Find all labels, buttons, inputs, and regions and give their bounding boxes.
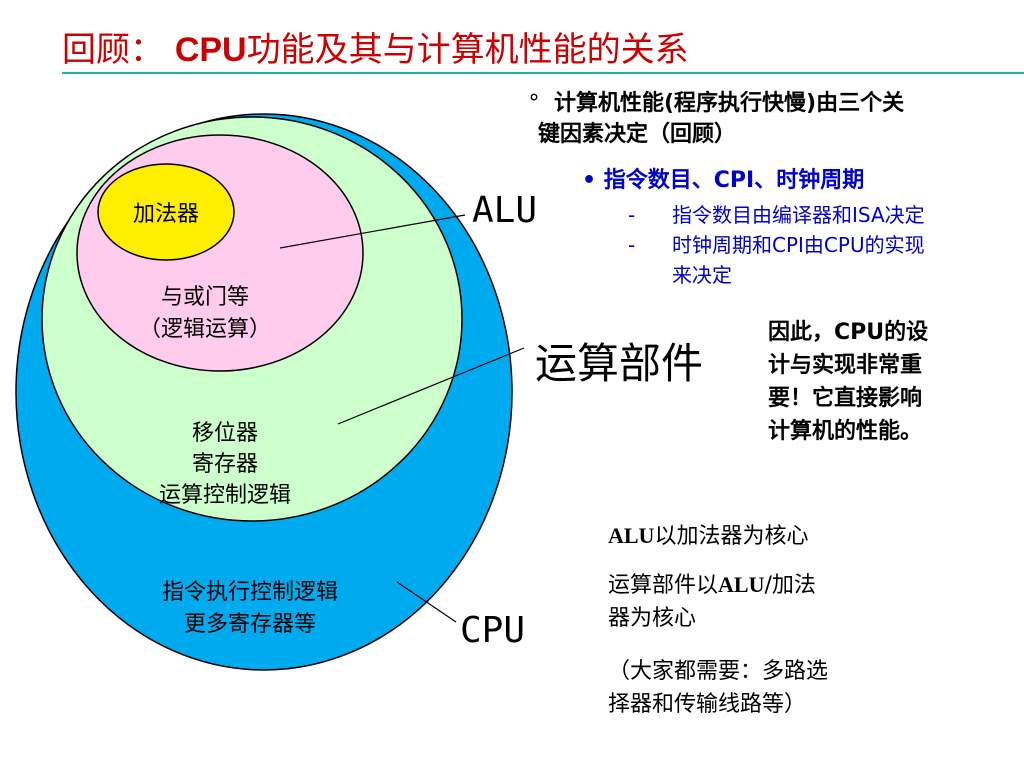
logic-gates-label: 与或门等 （逻辑运算）	[120, 282, 290, 346]
factor-detail-item-1: - 指令数目由编译器和ISA决定	[628, 200, 925, 230]
factor-detail-1-text: 指令数目由编译器和ISA决定	[672, 203, 925, 227]
alu-pointer-line	[279, 214, 466, 249]
instruction-control-text: 指令执行控制逻辑	[161, 580, 338, 605]
register-text: 寄存器	[191, 452, 258, 477]
arith-control-text: 运算控制逻辑	[158, 483, 291, 508]
adder-ellipse	[97, 163, 235, 261]
cpu-pointer-line	[396, 581, 457, 623]
three-factors-bullet: • 指令数目、CPI、时钟周期	[582, 162, 864, 194]
arith-unit-callout-label: 运算部件	[535, 342, 704, 388]
factor-detail-list: - 指令数目由编译器和ISA决定 - 时钟周期和CPI由CPU的实现 来决定	[628, 200, 925, 290]
arith-note-pre: 运算部件以	[608, 573, 719, 598]
adder-label: 加法器	[132, 202, 199, 227]
performance-text-1: 计算机性能(程序执行快慢)由三个关	[554, 91, 905, 116]
shared-note-line-1: （大家都需要：多路选	[608, 659, 829, 684]
alu-callout-label: ALU	[472, 190, 538, 231]
shared-note-line-2: 择器和传输线路等）	[608, 692, 807, 717]
arith-unit-pointer-line	[337, 347, 525, 425]
arith-unit-contents-label: 移位器 寄存器 运算控制逻辑	[110, 418, 340, 511]
title-prefix: 回顾：	[62, 30, 164, 70]
alu-core-note-rest: 以加法器为核心	[654, 524, 809, 549]
more-registers-text: 更多寄存器等	[183, 612, 316, 637]
shifter-text: 移位器	[191, 421, 258, 446]
alu-core-note-alu: ALU	[608, 523, 655, 548]
three-factors-text: 指令数目、CPI、时钟周期	[603, 168, 865, 193]
conclusion-line-4: 计算机的性能。	[768, 419, 923, 444]
title-suffix: 功能及其与计算机性能的关系	[246, 30, 689, 70]
shared-components-note: （大家都需要：多路选 择器和传输线路等）	[608, 655, 828, 721]
degree-bullet: °	[528, 91, 540, 116]
title-cpu: CPU	[174, 31, 247, 69]
arith-note-alu: ALU	[718, 572, 765, 597]
title-divider	[62, 72, 1024, 74]
conclusion-line-1: 因此，CPU的设	[768, 320, 929, 345]
arith-unit-core-note: 运算部件以ALU/加法 器为核心	[608, 568, 816, 635]
performance-point: ° 计算机性能(程序执行快慢)由三个关 键因素决定（回顾）	[520, 88, 1000, 150]
performance-point-line-1: ° 计算机性能(程序执行快慢)由三个关	[520, 88, 1000, 119]
arith-note-line-2: 器为核心	[608, 606, 697, 631]
dash-marker: -	[628, 203, 636, 227]
arith-note-post: /加法	[764, 573, 816, 598]
factor-detail-2-text: 时钟周期和CPI由CPU的实现	[672, 233, 925, 257]
sub-bullet-marker: •	[582, 168, 597, 193]
factor-detail-2-text-cont: 来决定	[672, 263, 732, 287]
cpu-callout-label: CPU	[460, 610, 526, 651]
logic-gates-line-1: 与或门等	[160, 285, 249, 310]
page-title: 回顾： CPU功能及其与计算机性能的关系	[62, 22, 689, 71]
alu-core-note: ALU以加法器为核心	[608, 518, 808, 550]
dash-marker: -	[628, 233, 636, 257]
logic-gates-line-2: （逻辑运算）	[138, 317, 271, 342]
performance-text-2: 键因素决定（回顾）	[538, 122, 737, 147]
conclusion-line-3: 要！它直接影响	[768, 386, 923, 411]
factor-detail-item-2: - 时钟周期和CPI由CPU的实现	[628, 230, 925, 260]
cpu-contents-label: 指令执行控制逻辑 更多寄存器等	[120, 577, 380, 641]
conclusion-text: 因此，CPU的设 计与实现非常重 要！它直接影响 计算机的性能。	[768, 316, 928, 448]
conclusion-line-2: 计与实现非常重	[768, 353, 923, 378]
